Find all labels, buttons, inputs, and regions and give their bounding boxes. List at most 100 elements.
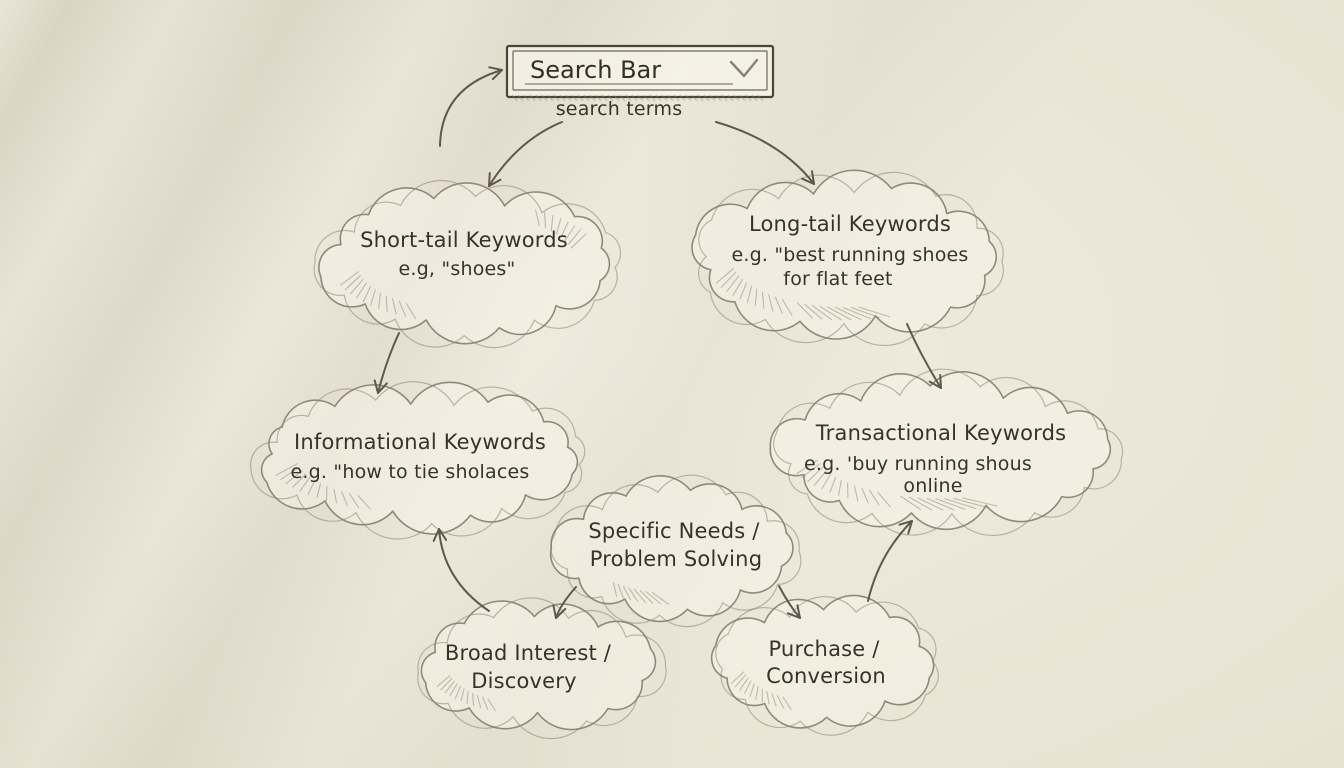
arrow-search-to-long-tail [715,121,815,185]
cloud-hatching [449,683,458,697]
shading-tick [553,94,560,102]
cloud-hatching [926,497,955,511]
shading-tick [721,94,728,102]
arrow-into-search-bar [439,66,503,147]
arrow-specific-to-purchase [778,585,801,619]
cloud-hatching [362,285,372,303]
arrow-shaft [439,69,503,147]
arrow-head [898,520,913,526]
long-tail-title: Long-tail Keywords [748,212,952,236]
cloud-hatching [738,677,749,691]
cloud-broad-interest [417,597,667,740]
shading-tick [559,94,566,102]
arrow-shaft [778,585,801,619]
cloud-purchase-conversion [710,594,939,736]
cloud-hatching [555,218,562,235]
transactional-example-line2: online [903,475,963,497]
cloud-hatching [567,229,582,245]
cloud-outline [420,600,657,731]
cloud-specific-needs [549,474,802,628]
shading-tick [751,94,758,102]
cloud-hatching [385,295,388,312]
cloud-hatching [454,685,462,700]
cloud-hatching [796,302,813,319]
shading-tick [547,94,554,102]
chevron-down-icon [729,58,759,78]
arrow-long-to-transactional [906,323,942,389]
cloud-short-tail-keywords [313,179,622,349]
cloud-hatching [827,306,852,321]
cloud-hatching [476,694,482,709]
cloud-hatching [782,696,792,711]
specific-needs-line2: Problem Solving [589,547,763,571]
cloud-hatching [622,585,632,601]
cloud-hatching [481,696,489,710]
shading-tick [757,94,764,102]
shading-tick [583,94,590,102]
arrow-head [432,528,440,542]
cloud-outline-sketch-pass [417,597,667,740]
arrow-head [796,604,801,619]
search-bar-box [505,44,775,99]
shading-tick [709,94,716,102]
shading-tick [595,94,602,102]
informational-title: Informational Keywords [294,430,546,454]
long-tail-example-line1: e.g. "best running shoes [731,244,969,266]
cloud-hatching [850,306,881,319]
long-tail-example-line2: for flat feet [783,268,893,290]
arrow-shaft [438,528,490,612]
shading-tick [541,94,548,102]
shading-tick [517,94,524,102]
cloud-hatching [853,485,859,502]
cloud-hatching [730,671,745,685]
shading-tick [589,94,596,102]
arrow-shaft [867,520,913,602]
cloud-hatching [639,590,654,604]
shading-tick [679,94,686,102]
cloud-hatching [645,591,662,605]
cloud-hatching [444,680,455,694]
cloud-hatching [743,680,752,695]
shading-tick [631,94,638,102]
cloud-hatching [436,674,451,688]
cloud-hatching [285,469,303,485]
cloud-hatching [868,489,880,506]
shading-tick [637,94,644,102]
arrow-purchase-to-transactional [867,520,913,602]
purchase-title: Purchase / [768,637,880,661]
search-bar-label: Search Bar [530,56,662,84]
cloud-hatching [807,466,824,483]
shading-tick [733,94,740,102]
cloud-outline-sketch-pass [249,381,586,540]
cloud-hatching [398,300,407,318]
shading-tick [571,94,578,102]
cloud-hatching [842,306,872,320]
shading-tick [523,94,530,102]
cloud-outline [710,594,935,729]
arrow-head [438,528,448,541]
cloud-hatching [487,698,496,712]
cloud-hatching [534,209,540,226]
cloud-hatching [340,270,360,286]
arrow-shaft [906,323,942,389]
cloud-hatching [917,497,944,511]
search-terms-caption: search terms [555,98,683,120]
arrow-head [555,607,567,619]
cloud-hatching [405,302,417,320]
cloud-hatching [316,483,322,499]
shading-tick [697,94,704,102]
cloud-hatching [348,493,360,509]
arrow-head [488,172,491,187]
arrow-shaft [715,121,815,185]
short-tail-example: e.g, "shoes" [398,258,516,280]
cloud-hatching [935,497,966,510]
cloud-hatching [628,587,639,602]
cloud-hatching [811,304,833,321]
arrow-head [928,380,942,389]
cloud-informational-keywords [249,381,586,540]
arrow-broad-to-informational [432,528,490,612]
arrow-head [491,69,503,81]
transactional-example-line1: e.g. 'buy running shous [804,453,1032,475]
